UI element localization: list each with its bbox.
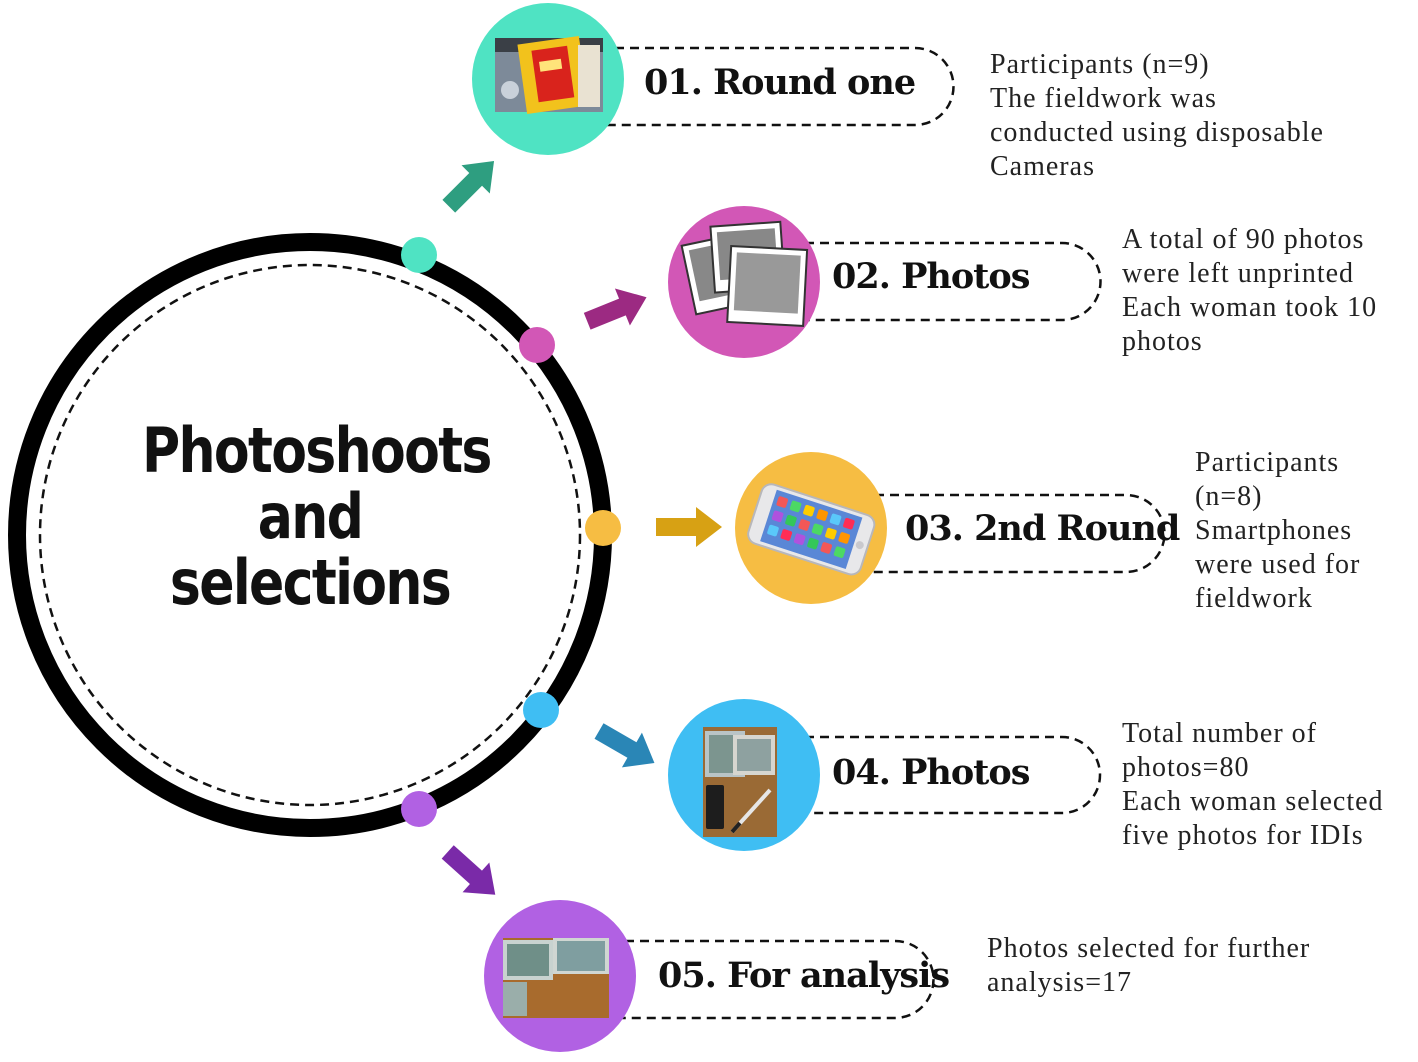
app-icon — [771, 510, 784, 523]
app-icon — [793, 533, 806, 546]
desc-line: The fieldwork was — [990, 83, 1217, 114]
app-icon — [785, 514, 797, 527]
desc-line: Participants (n=9) — [990, 49, 1210, 80]
app-icon — [798, 519, 811, 531]
step-description-4: Total number of photos=80 Each woman sel… — [1122, 717, 1384, 853]
center-title: Photoshoots and selections — [142, 414, 492, 619]
desc-line: A total of 90 photos — [1122, 224, 1365, 255]
app-icon — [833, 546, 846, 559]
app-icon — [843, 517, 855, 530]
step-label-4: 04. Photos — [832, 752, 1030, 793]
app-icon — [838, 532, 850, 544]
smartphone-icon — [747, 483, 876, 576]
arrow-4 — [594, 723, 655, 768]
desc-line: Cameras — [990, 151, 1095, 182]
app-icon — [780, 529, 793, 541]
desc-line: Smartphones — [1195, 515, 1353, 546]
app-icon — [776, 496, 789, 508]
ring-dot-2 — [519, 327, 555, 363]
ring-dot-1 — [401, 237, 437, 273]
desc-line: were left unprinted — [1122, 258, 1355, 289]
step-label-2: 02. Photos — [832, 256, 1030, 297]
photo-prints-icon — [680, 220, 809, 327]
selected-photos-photo — [503, 938, 609, 1018]
ring-dot-4 — [523, 692, 559, 728]
desc-line: conducted using disposable — [990, 117, 1324, 148]
desc-line: (n=8) — [1195, 481, 1263, 512]
label-frame-4 — [790, 735, 1102, 815]
app-icon — [816, 509, 828, 521]
center-title-line-2: and — [257, 480, 364, 553]
app-icon — [767, 524, 779, 537]
arrow-5 — [441, 845, 496, 895]
app-icon — [811, 523, 824, 536]
app-icon — [829, 513, 842, 526]
desc-line: Total number of — [1122, 718, 1317, 749]
desc-line: five photos for IDIs — [1122, 820, 1364, 851]
center-title-line-3: selections — [169, 546, 452, 619]
label-frame-2 — [790, 241, 1102, 322]
desc-line: Each woman selected — [1122, 786, 1384, 817]
desc-line: Photos selected for further — [987, 933, 1311, 964]
step-description-3: Participants (n=8) Smartphones were used… — [1195, 446, 1360, 616]
ring-dot-3 — [585, 510, 621, 546]
label-frame-5 — [610, 939, 935, 1020]
step-description-2: A total of 90 photos were left unprinted… — [1122, 223, 1377, 359]
desc-line: photos=80 — [1122, 752, 1250, 783]
step-description-1: Participants (n=9) The fieldwork was con… — [990, 48, 1324, 184]
disposable-camera-photo — [495, 36, 603, 114]
app-icon — [789, 500, 802, 513]
step-description-5: Photos selected for further analysis=17 — [987, 932, 1310, 1000]
arrow-3 — [656, 507, 722, 547]
desc-line: Each woman took 10 — [1122, 292, 1378, 323]
arrow-2 — [583, 288, 647, 330]
center-title-line-1: Photoshoots — [142, 414, 492, 487]
arrow-1 — [442, 160, 495, 213]
app-icon — [820, 542, 833, 554]
ring-dot-5 — [401, 791, 437, 827]
desc-line: fieldwork — [1195, 583, 1313, 614]
step-label-5: 05. For analysis — [658, 955, 950, 996]
desc-line: analysis=17 — [987, 967, 1132, 998]
app-icon — [807, 537, 819, 550]
label-frame-1 — [585, 46, 955, 127]
main-circle-dashed-ring — [38, 263, 582, 807]
desc-line: Participants — [1195, 447, 1340, 478]
app-icon — [825, 527, 837, 540]
step-label-1: 01. Round one — [644, 62, 916, 103]
app-icon — [803, 504, 815, 517]
desc-line: were used for — [1195, 549, 1361, 580]
printed-photos-recorder-photo — [703, 727, 777, 837]
step-label-3: 03. 2nd Round — [905, 508, 1180, 549]
desc-line: photos — [1122, 326, 1203, 357]
